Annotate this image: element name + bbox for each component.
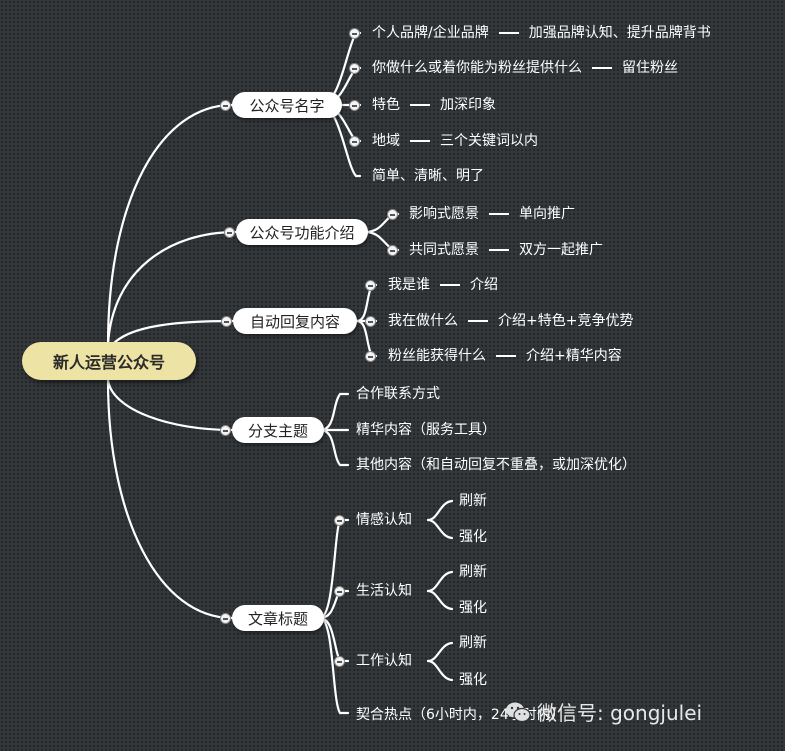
branch-item[interactable]: 个人品牌/企业品牌加强品牌认知、提升品牌背书 <box>372 25 711 41</box>
connector-dash <box>410 140 430 142</box>
sub-item[interactable]: 强化 <box>459 672 487 688</box>
branch-item[interactable]: 生活认知 <box>356 583 412 599</box>
branch-item[interactable]: 特色加深印象 <box>372 97 496 113</box>
branch-item[interactable]: 情感认知 <box>356 512 412 528</box>
branch-item[interactable]: 我在做什么介绍+特色+竞争优势 <box>388 313 634 329</box>
branch-item[interactable]: 你做什么或着你能为粉丝提供什么留住粉丝 <box>372 60 678 76</box>
watermark-prefix: 微信号: <box>537 701 604 725</box>
collapse-button[interactable] <box>349 136 360 147</box>
collapse-button[interactable] <box>349 28 360 39</box>
collapse-button[interactable] <box>220 425 231 436</box>
collapse-button[interactable] <box>365 280 376 291</box>
connector-dash <box>410 104 430 106</box>
collapse-button[interactable] <box>349 100 360 111</box>
collapse-button[interactable] <box>387 209 398 220</box>
sub-item[interactable]: 刷新 <box>459 493 487 509</box>
topic-account-name[interactable]: 公众号名字 <box>232 92 342 118</box>
branch-item[interactable]: 我是谁介绍 <box>388 277 498 293</box>
connector-dash <box>498 32 519 34</box>
collapse-button[interactable] <box>334 656 345 667</box>
branch-item[interactable]: 合作联系方式 <box>356 386 440 402</box>
collapse-button[interactable] <box>221 316 232 327</box>
watermark: 微信号: gongjulei <box>505 697 702 726</box>
watermark-account: gongjulei <box>610 701 703 725</box>
root-node[interactable]: 新人运营公众号 <box>22 342 196 380</box>
branch-item[interactable]: 共同式愿景双方一起推广 <box>409 242 603 258</box>
branch-item[interactable]: 工作认知 <box>356 653 412 669</box>
collapse-button[interactable] <box>220 100 231 111</box>
sub-item[interactable]: 刷新 <box>459 564 487 580</box>
branch-item[interactable]: 简单、清晰、明了 <box>372 168 484 184</box>
collapse-button[interactable] <box>349 63 360 74</box>
connector-dash <box>440 284 460 286</box>
branch-item[interactable]: 地域三个关键词以内 <box>372 133 538 149</box>
branch-item[interactable]: 粉丝能获得什么介绍+精华内容 <box>388 348 622 364</box>
topic-article-title[interactable]: 文章标题 <box>232 605 324 631</box>
branch-item[interactable]: 其他内容（和自动回复不重叠，或加深优化） <box>356 457 636 473</box>
connector-dash <box>468 320 488 322</box>
connector-dash <box>489 213 509 215</box>
connector-dash <box>496 355 516 357</box>
sub-item[interactable]: 刷新 <box>459 635 487 651</box>
collapse-button[interactable] <box>365 351 376 362</box>
wechat-icon <box>506 702 531 723</box>
topic-auto-reply[interactable]: 自动回复内容 <box>233 308 357 334</box>
topic-function-intro[interactable]: 公众号功能介绍 <box>236 219 368 245</box>
sub-item[interactable]: 强化 <box>459 600 487 616</box>
collapse-button[interactable] <box>334 515 345 526</box>
sub-item[interactable]: 强化 <box>459 529 487 545</box>
collapse-button[interactable] <box>365 316 376 327</box>
branch-item[interactable]: 精华内容（服务工具） <box>356 422 496 438</box>
connector-dash <box>489 249 509 251</box>
collapse-button[interactable] <box>334 586 345 597</box>
collapse-button[interactable] <box>224 227 235 238</box>
collapse-button[interactable] <box>387 245 398 256</box>
collapse-button[interactable] <box>220 613 231 624</box>
topic-sub-branch[interactable]: 分支主题 <box>232 417 324 443</box>
branch-item[interactable]: 影响式愿景单向推广 <box>409 206 575 222</box>
connector-dash <box>592 67 612 69</box>
